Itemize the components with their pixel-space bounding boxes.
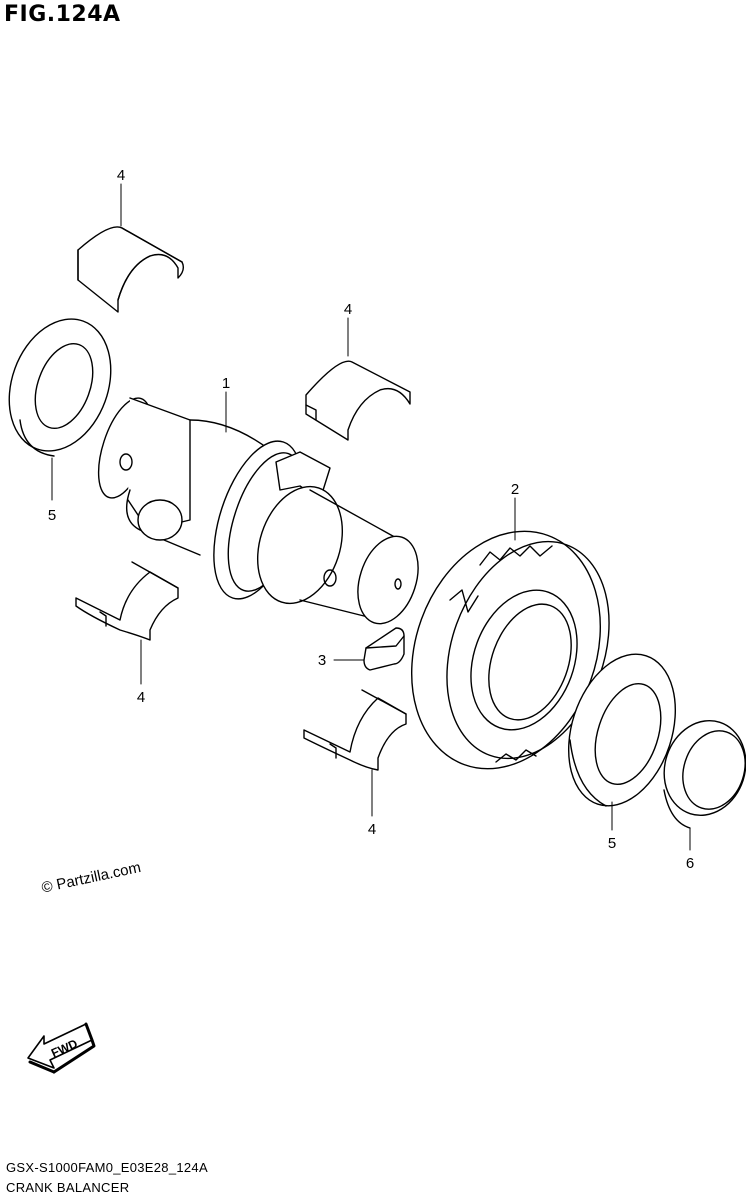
callout-labels: 4 5 1 4 2 3 4 4 5 6 bbox=[48, 167, 694, 872]
callout-4-top-left: 4 bbox=[117, 167, 125, 184]
callout-6: 6 bbox=[686, 855, 694, 872]
bearing-shell-lower-right[interactable] bbox=[303, 689, 407, 771]
cap-plug[interactable] bbox=[652, 710, 746, 829]
callout-5-left: 5 bbox=[48, 507, 56, 524]
thrust-washer-left[interactable] bbox=[0, 305, 128, 466]
bearing-shell-lower-left[interactable] bbox=[75, 561, 179, 641]
callout-2: 2 bbox=[511, 481, 519, 498]
bearing-shell-upper-right[interactable] bbox=[305, 360, 411, 441]
bearing-shell-upper-left[interactable] bbox=[77, 226, 185, 313]
section-name: CRANK BALANCER bbox=[6, 1180, 130, 1195]
fwd-arrow-icon: FWD bbox=[27, 1022, 96, 1074]
callout-4-upper-right: 4 bbox=[344, 301, 352, 318]
thrust-washer-right[interactable] bbox=[550, 640, 693, 819]
callout-3: 3 bbox=[318, 652, 326, 669]
balancer-shaft[interactable] bbox=[88, 392, 429, 632]
model-code: GSX-S1000FAM0_E03E28_124A bbox=[6, 1160, 208, 1175]
callout-4-lower-right: 4 bbox=[368, 821, 376, 838]
callout-1: 1 bbox=[222, 375, 230, 392]
woodruff-key[interactable] bbox=[363, 627, 405, 671]
leader-lines bbox=[51, 183, 691, 851]
callout-4-lower-left: 4 bbox=[137, 689, 145, 706]
balancer-gear[interactable] bbox=[380, 505, 638, 796]
callout-5-right: 5 bbox=[608, 835, 616, 852]
figure-title: FIG.124A bbox=[4, 2, 121, 27]
